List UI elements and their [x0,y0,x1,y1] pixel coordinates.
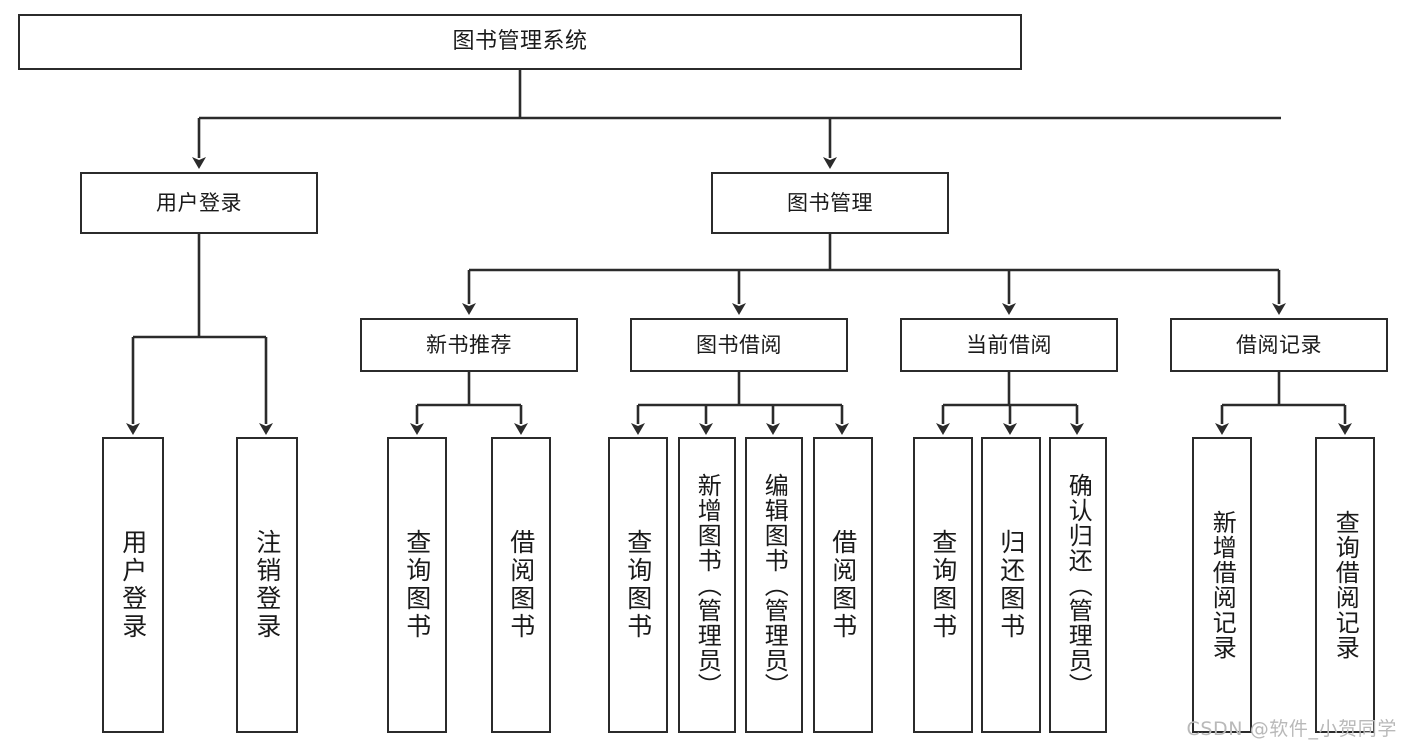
leaf-query-book-recommend[interactable]: 查询图书 [387,437,447,733]
leaf-edit-book[interactable]: 编辑图书（管理员） [745,437,803,733]
node-label: 新增图书（管理员） [693,472,722,698]
leaf-add-borrow-record[interactable]: 新增借阅记录 [1192,437,1252,733]
node-label: 借阅图书 [828,529,858,641]
node-label: 当前借阅 [966,332,1052,357]
leaf-query-book-current[interactable]: 查询图书 [913,437,973,733]
node-label: 新增借阅记录 [1208,510,1237,660]
node-label: 编辑图书（管理员） [760,472,789,698]
node-new-book-recommend[interactable]: 新书推荐 [360,318,578,372]
leaf-borrow-book[interactable]: 借阅图书 [813,437,873,733]
node-label: 图书借阅 [696,332,782,357]
node-label: 确认归还（管理员） [1064,472,1093,698]
node-borrow-record[interactable]: 借阅记录 [1170,318,1388,372]
node-label: 借阅记录 [1236,332,1322,357]
leaf-return-book[interactable]: 归还图书 [981,437,1041,733]
node-label: 借阅图书 [506,529,536,641]
leaf-borrow-book-recommend[interactable]: 借阅图书 [491,437,551,733]
node-user-login[interactable]: 用户登录 [80,172,318,234]
node-label: 用户登录 [118,529,148,641]
leaf-user-login[interactable]: 用户登录 [102,437,164,733]
node-book-management[interactable]: 图书管理 [711,172,949,234]
node-label: 归还图书 [996,529,1026,641]
node-label: 注销登录 [252,529,282,641]
node-label: 查询借阅记录 [1331,510,1360,660]
node-current-borrow[interactable]: 当前借阅 [900,318,1118,372]
leaf-query-borrow-record[interactable]: 查询借阅记录 [1315,437,1375,733]
node-book-borrow[interactable]: 图书借阅 [630,318,848,372]
node-label: 查询图书 [623,529,653,641]
node-label: 新书推荐 [426,332,512,357]
node-root-book-management-system[interactable]: 图书管理系统 [18,14,1022,70]
node-label: 图书管理系统 [452,29,588,55]
node-label: 查询图书 [402,529,432,641]
node-label: 图书管理 [787,190,873,215]
leaf-query-book-borrow[interactable]: 查询图书 [608,437,668,733]
node-label: 用户登录 [156,190,242,215]
watermark-text: CSDN @软件_小贺同学 [1186,718,1397,740]
leaf-logout-login[interactable]: 注销登录 [236,437,298,733]
leaf-confirm-return[interactable]: 确认归还（管理员） [1049,437,1107,733]
node-label: 查询图书 [928,529,958,641]
leaf-add-book[interactable]: 新增图书（管理员） [678,437,736,733]
